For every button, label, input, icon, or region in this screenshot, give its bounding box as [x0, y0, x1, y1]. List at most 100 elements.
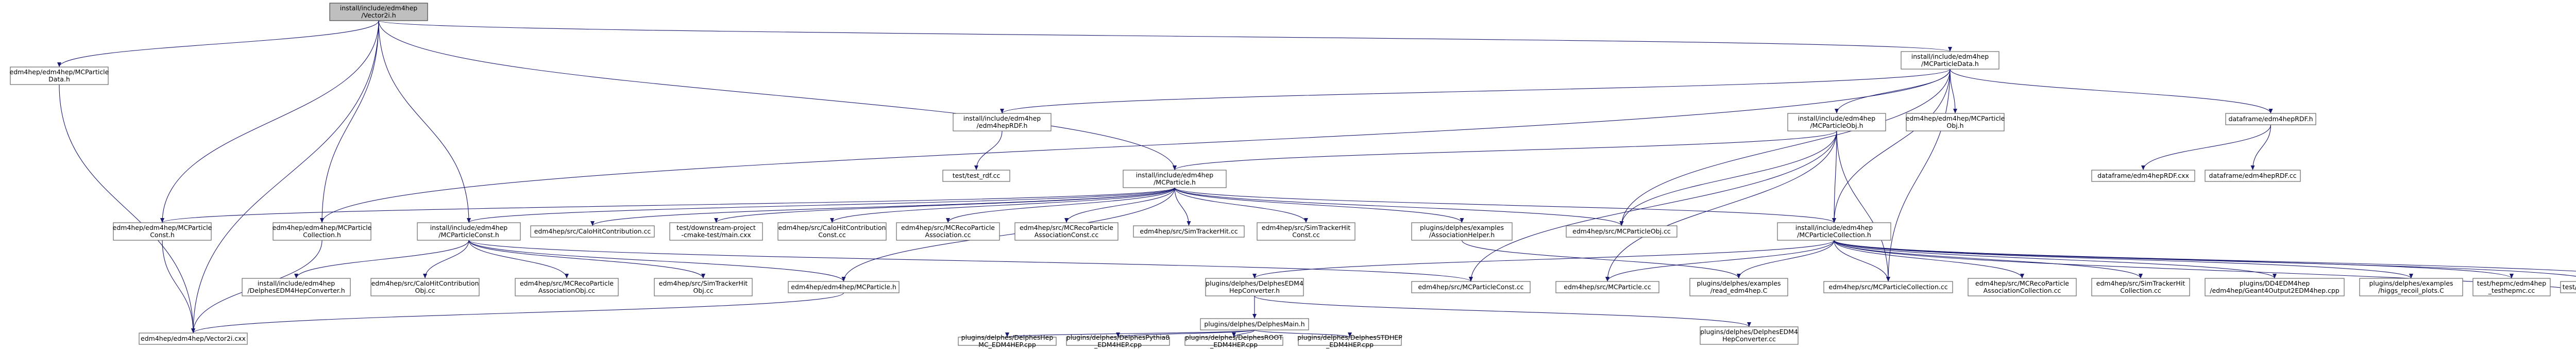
file-node[interactable]: plugins/delphes/DelphesEDM4HepConverter.…: [1700, 326, 1799, 345]
file-node[interactable]: edm4hep/src/SimTrackerHit.cc: [1133, 225, 1245, 238]
file-node-box: [273, 222, 371, 241]
file-node-box: [958, 337, 1057, 346]
file-node[interactable]: edm4hep/edm4hep/MCParticleData.h: [10, 67, 109, 85]
dependency-edge: [1469, 130, 1837, 282]
dependency-edge: [1834, 240, 2143, 279]
file-node[interactable]: test/read_events.cc: [2560, 281, 2576, 293]
dependency-edge: [1619, 130, 1837, 226]
file-node-label: edm4hep/edm4hep/MCParticle.h: [791, 283, 896, 291]
file-node-label: edm4hep/edm4hep/MCParticle: [113, 224, 212, 231]
file-node-box: [1823, 281, 1953, 293]
dependency-edge: [1737, 240, 1835, 279]
file-node[interactable]: install/include/edm4hep/DelphesEDM4HepCo…: [242, 278, 351, 296]
file-node[interactable]: edm4hep/src/MCParticleConst.cc: [1411, 281, 1531, 293]
file-node[interactable]: plugins/delphes/DelphesEDM4HepConverter.…: [1205, 278, 1304, 296]
file-node-label: edm4hep/edm4hep/MCParticle: [273, 224, 372, 231]
file-node-label: /DelphesEDM4HepConverter.h: [247, 287, 345, 294]
file-node[interactable]: install/include/edm4hep/MCParticleCollec…: [1777, 222, 1891, 241]
file-node-box: [654, 278, 753, 296]
file-node[interactable]: edm4hep/src/MCRecoParticleAssociationCon…: [1014, 222, 1118, 241]
file-node[interactable]: install/include/edm4hep/edm4hepRDF.h: [953, 113, 1052, 131]
file-node-box: [2091, 170, 2195, 182]
file-node-label: edm4hep/src/MCParticleObj.cc: [1572, 227, 1671, 235]
file-node[interactable]: edm4hep/src/MCParticleObj.cc: [1566, 225, 1677, 238]
file-node-label: Const.cc: [1292, 231, 1320, 239]
file-node[interactable]: edm4hep/src/MCRecoParticleAssociationObj…: [515, 278, 619, 296]
file-node-box: [10, 67, 109, 85]
file-node-label: edm4hep/src/MCRecoParticle: [1975, 279, 2069, 287]
file-node-box: [113, 222, 212, 241]
file-node[interactable]: plugins/delphes/DelphesPythia8_EDM4HEP.c…: [1066, 334, 1170, 348]
dependency-edge: [714, 187, 1175, 223]
dependency-edge: [1000, 69, 1951, 114]
file-node[interactable]: plugins/delphes/examples/AssociationHelp…: [1411, 222, 1513, 241]
file-node[interactable]: install/include/edm4hep/MCParticle.h: [1123, 170, 1227, 188]
file-node[interactable]: edm4hep/src/MCParticleCollection.cc: [1823, 281, 1953, 293]
dependency-edge: [294, 240, 469, 279]
file-node[interactable]: edm4hep/edm4hep/MCParticleObj.h: [1906, 113, 2005, 131]
file-node[interactable]: edm4hep/edm4hep/MCParticleCollection.h: [273, 222, 372, 241]
file-node[interactable]: test/downstream-project-cmake-test/main.…: [669, 222, 763, 241]
file-node-label: HepConverter.h: [1229, 287, 1280, 294]
file-node-box: [669, 222, 763, 241]
file-node[interactable]: edm4hep/edm4hep/MCParticle.h: [788, 281, 900, 293]
file-node[interactable]: plugins/delphes/examples/higgs_recoil_pl…: [2359, 278, 2463, 296]
file-node[interactable]: plugins/delphes/DelphesSTDHEP_EDM4HEP.cp…: [1297, 334, 1402, 348]
dependency-edge: [1252, 240, 1835, 279]
file-node[interactable]: install/include/edm4hep/MCParticleData.h: [1901, 51, 1999, 70]
file-node[interactable]: dataframe/edm4hepRDF.cc: [2205, 170, 2301, 182]
dependency-edge: [946, 187, 1175, 223]
file-node[interactable]: dataframe/edm4hepRDF.cxx: [2091, 170, 2195, 182]
file-node[interactable]: plugins/delphes/DelphesROOT_EDM4HEP.cpp: [1184, 334, 1283, 348]
file-node-label: plugins/delphes/DelphesSTDHEP: [1297, 334, 1402, 341]
file-node[interactable]: dataframe/edm4hepRDF.h: [2225, 113, 2316, 125]
file-node[interactable]: edm4hep/edm4hep/MCParticleConst.h: [113, 222, 212, 241]
file-node-box: [530, 225, 655, 238]
file-node[interactable]: install/include/edm4hep/MCParticleConst.…: [417, 222, 521, 241]
dependency-edge: [468, 240, 705, 279]
dependency-edge: [1605, 130, 1837, 282]
file-node[interactable]: edm4hep/src/MCRecoParticleAssociationCol…: [1968, 278, 2077, 296]
dependency-edge: [1174, 187, 1191, 226]
file-node-box: [1906, 113, 2005, 131]
file-node-box: [2359, 278, 2463, 296]
file-node-box: [2091, 278, 2190, 296]
dependency-edge: [590, 187, 1175, 226]
file-node-label: install/include/edm4hep: [340, 4, 417, 12]
file-node-label: edm4hep/edm4hep/Vector2i.cxx: [141, 335, 246, 342]
file-node[interactable]: edm4hep/src/MCParticle.cc: [1555, 281, 1659, 293]
file-node[interactable]: edm4hep/src/CaloHitContribution.cc: [530, 225, 655, 238]
dependency-edge: [1834, 240, 2576, 277]
dependency-edge: [468, 240, 1473, 282]
dependency-edge: [1174, 187, 1464, 223]
dependency-edge: [1064, 187, 1175, 223]
dependency-edge: [2141, 124, 2272, 171]
file-node-box: [2225, 113, 2316, 125]
dependency-edge: [160, 187, 1175, 223]
file-node[interactable]: plugins/DD4EDM4hep/edm4hep/Geant4Output2…: [2205, 278, 2345, 296]
file-node-label: edm4hep/src/MCRecoParticle: [520, 279, 614, 287]
file-node[interactable]: plugins/delphes/examples/read_edm4hep.C: [1689, 278, 1788, 296]
file-node[interactable]: install/include/edm4hep/MCParticleObj.h: [1787, 113, 1886, 131]
file-node-label: AssociationConst.cc: [1035, 231, 1099, 239]
file-node-label: edm4hep/edm4hep/MCParticle: [10, 68, 109, 76]
file-node[interactable]: plugins/delphes/DelphesMain.h: [1200, 318, 1309, 330]
file-node[interactable]: edm4hep/edm4hep/Vector2i.cxx: [139, 333, 248, 345]
file-node-box: [1700, 326, 1799, 345]
dependency-edge: [841, 187, 1175, 282]
file-node-label: /edm4hep/Geant4Output2EDM4hep.cpp: [2210, 287, 2340, 294]
file-node-label: edm4hep/src/MCParticle.cc: [1564, 283, 1651, 291]
file-node-label: install/include/edm4hep: [258, 279, 335, 287]
file-node-label: _testhepmc.cc: [2488, 287, 2535, 294]
file-node[interactable]: test/test_rdf.cc: [942, 170, 1010, 182]
dependency-edge: [378, 20, 1952, 52]
dependency-edge: [1834, 240, 2576, 290]
file-node[interactable]: test/hepmc/edm4hep_testhepmc.cc: [2472, 278, 2551, 296]
